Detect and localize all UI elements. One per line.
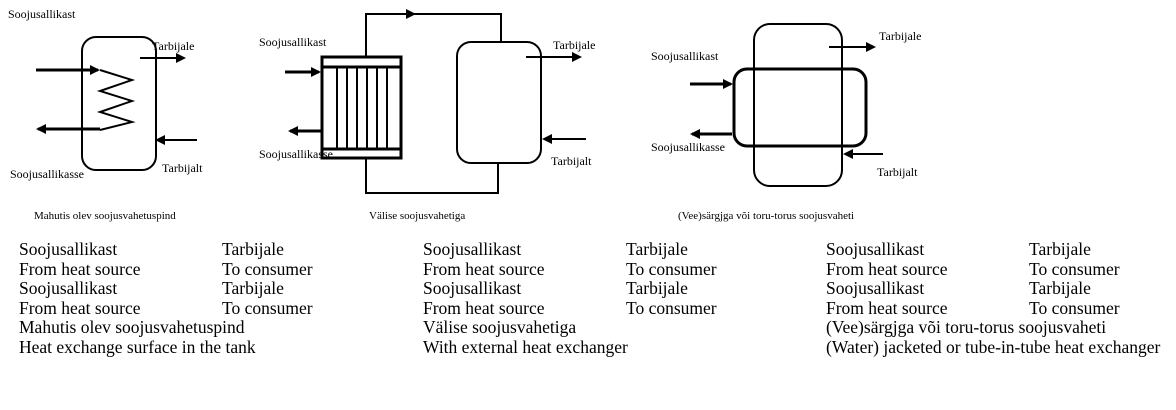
d2-label-source-in: Soojusallikast: [259, 35, 327, 49]
legend-term-consumer: To consumer: [1029, 258, 1120, 279]
d1-label-source-in: Soojusallikast: [8, 7, 76, 21]
legend-row: From heat source To consumer: [423, 258, 717, 280]
legend-caption-et: Mahutis olev soojusvahetuspind: [19, 317, 245, 338]
legend-row: Soojusallikast Tarbijale: [19, 278, 284, 299]
legend-term-consumer: To consumer: [1029, 297, 1120, 318]
d3-caption: (Vee)särgjga või toru-torus soojusvaheti: [678, 210, 854, 222]
diagram-external-exchanger: Soojusallikast Tarbijale Soojusallikasse…: [259, 9, 595, 222]
legend-row: From heat source To consumer: [826, 258, 1176, 280]
storage-tank: [753, 23, 843, 187]
legend-term-source: Soojusallikast: [19, 278, 118, 299]
legend-term-source: From heat source: [19, 297, 141, 318]
d2-label-consumer-in: Tarbijalt: [551, 154, 592, 168]
legend-term-consumer: To consumer: [222, 258, 313, 279]
external-exchanger: [320, 55, 403, 160]
legend-column-2: Soojusallikast Tarbijale From heat sourc…: [423, 239, 717, 358]
legend-term-consumer: Tarbijale: [1029, 239, 1091, 259]
legend-term-consumer: To consumer: [626, 297, 717, 318]
legend-caption-en: With external heat exchanger: [423, 336, 628, 357]
d1-caption: Mahutis olev soojusvahetuspind: [34, 210, 176, 222]
heating-jacket: [732, 67, 868, 148]
legend-term-source: From heat source: [826, 258, 948, 279]
legend-term-source: Soojusallikast: [19, 239, 118, 259]
d1-label-consumer-in: Tarbijalt: [162, 161, 203, 175]
legend-term-source: From heat source: [423, 297, 545, 318]
legend-row: From heat source To consumer: [826, 297, 1176, 319]
legend-row: From heat source To consumer: [19, 297, 313, 319]
storage-tank: [456, 41, 542, 164]
heat-exchanger-diagrams: Soojusallikast Tarbijale Soojusallikasse…: [8, 7, 921, 222]
legend-term-consumer: To consumer: [626, 258, 717, 279]
legend-term-source: Soojusallikast: [423, 239, 522, 259]
legend-term-consumer: To consumer: [222, 297, 313, 318]
legend-row: From heat source To consumer: [19, 258, 313, 280]
legend-row: Soojusallikast Tarbijale: [826, 279, 1176, 299]
d2-caption: Välise soojusvahetiga: [369, 210, 465, 222]
d2-label-consumer-out: Tarbijale: [553, 38, 595, 52]
legend-caption-et: (Vee)särgjga või toru-torus soojusvaheti: [826, 317, 1107, 338]
legend-term-source: From heat source: [826, 297, 948, 318]
d1-label-source-back: Soojusallikasse: [10, 167, 84, 181]
heating-coil: [96, 69, 136, 131]
legend-term-consumer: Tarbijale: [222, 239, 284, 259]
legend-term-consumer: Tarbijale: [1029, 278, 1091, 299]
diagram-tank-coil: Soojusallikast Tarbijale Soojusallikasse…: [8, 7, 203, 222]
legend-row: Soojusallikast Tarbijale: [19, 239, 284, 260]
legend-caption-en: (Water) jacketed or tube-in-tube heat ex…: [826, 336, 1161, 357]
d3-label-consumer-out: Tarbijale: [879, 29, 921, 43]
legend-column-1: Soojusallikast Tarbijale From heat sourc…: [19, 239, 313, 358]
legend-term-source: Soojusallikast: [826, 278, 925, 299]
legend-caption-et: Välise soojusvahetiga: [423, 317, 577, 338]
translation-legend: Soojusallikast Tarbijale From heat sourc…: [0, 239, 1176, 410]
d2-label-source-back: Soojusallikasse: [259, 147, 333, 161]
legend-column-3: Soojusallikast Tarbijale From heat sourc…: [826, 239, 1176, 358]
diagram-jacketed-exchanger: Soojusallikast Tarbijale Soojusallikasse…: [651, 23, 921, 222]
legend-term-consumer: Tarbijale: [626, 278, 688, 299]
legend-term-source: Soojusallikast: [826, 239, 925, 259]
d3-label-consumer-in: Tarbijalt: [877, 165, 918, 179]
d3-label-source-back: Soojusallikasse: [651, 140, 725, 154]
legend-row: From heat source To consumer: [423, 297, 717, 319]
legend-term-source: Soojusallikast: [423, 278, 522, 299]
storage-tank: [81, 36, 157, 171]
circuit-pipe-top: [365, 13, 502, 57]
d3-label-source-in: Soojusallikast: [651, 49, 719, 63]
legend-caption-en: Heat exchange surface in the tank: [19, 336, 256, 357]
circuit-pipe-bottom: [365, 158, 499, 194]
d1-label-consumer-out: Tarbijale: [152, 39, 194, 53]
legend-row: Soojusallikast Tarbijale: [423, 239, 688, 260]
exchanger-tubes: [336, 67, 388, 149]
legend-term-consumer: Tarbijale: [222, 278, 284, 299]
legend-row: Soojusallikast Tarbijale: [826, 239, 1176, 260]
legend-row: Soojusallikast Tarbijale: [423, 278, 688, 299]
legend-term-consumer: Tarbijale: [626, 239, 688, 259]
legend-term-source: From heat source: [19, 258, 141, 279]
legend-term-source: From heat source: [423, 258, 545, 279]
